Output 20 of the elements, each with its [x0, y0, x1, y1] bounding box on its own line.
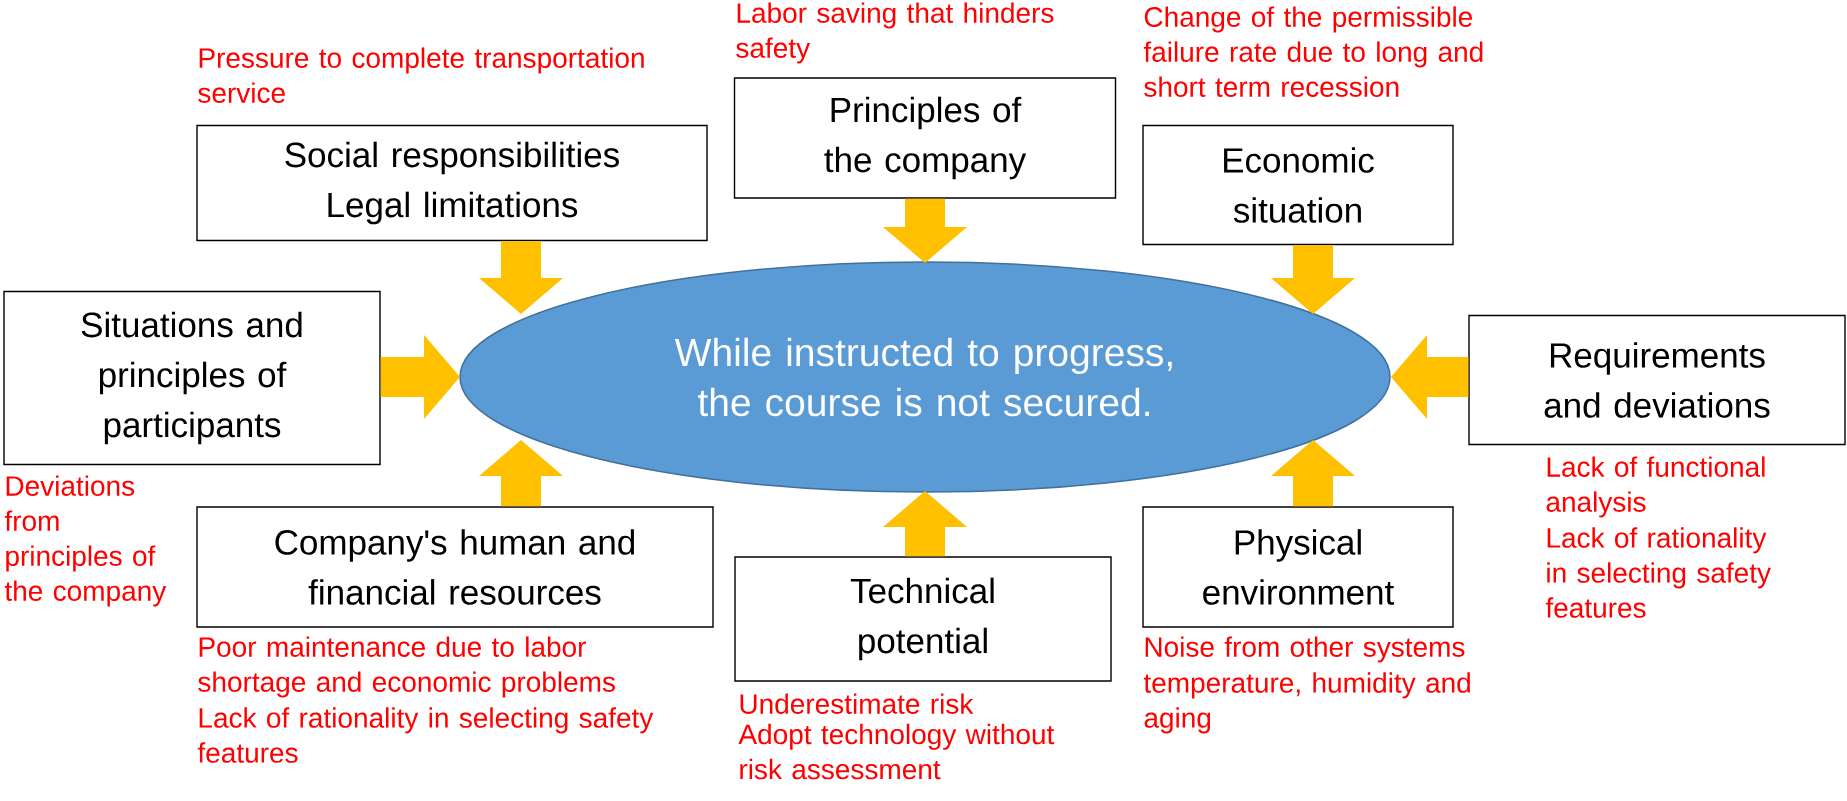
note-text: Lack of rationality in selecting safety features	[197, 707, 654, 763]
factor-box: Requirements and deviations	[1468, 314, 1846, 446]
note-text: temperature, humidity and aging	[1143, 672, 1470, 734]
note-text: Adopt technology without risk assessment	[738, 723, 1055, 780]
note-text: Lack of rationality in selecting safety features	[1545, 527, 1771, 618]
factor-box: Technical potential	[734, 556, 1112, 682]
factor-box: Principles of the company	[733, 77, 1117, 199]
note-text: Deviations from principles of the company	[4, 475, 167, 607]
factor-box: Company's human and financial resources	[196, 506, 714, 628]
note-text: Noise from other systems	[1145, 636, 1465, 663]
factor-box: Situations and principles of participants	[3, 290, 381, 466]
note-text: Underestimate risk	[740, 693, 974, 714]
note-text: Labor saving that hinders safety	[736, 2, 1054, 64]
note-text: Lack of functional analysis	[1546, 456, 1765, 518]
note-text: Pressure to complete transportation service	[198, 47, 644, 103]
factor-box: Physical environment	[1142, 506, 1454, 628]
note-text: Change of the permissible failure rate due to long and short term recession	[1143, 6, 1483, 97]
factor-box: Social responsibilities Legal limitations	[196, 124, 708, 242]
factor-box: Economic situation	[1142, 124, 1454, 246]
note-text: Poor maintenance due to labor shortage and economic problems	[198, 636, 615, 698]
